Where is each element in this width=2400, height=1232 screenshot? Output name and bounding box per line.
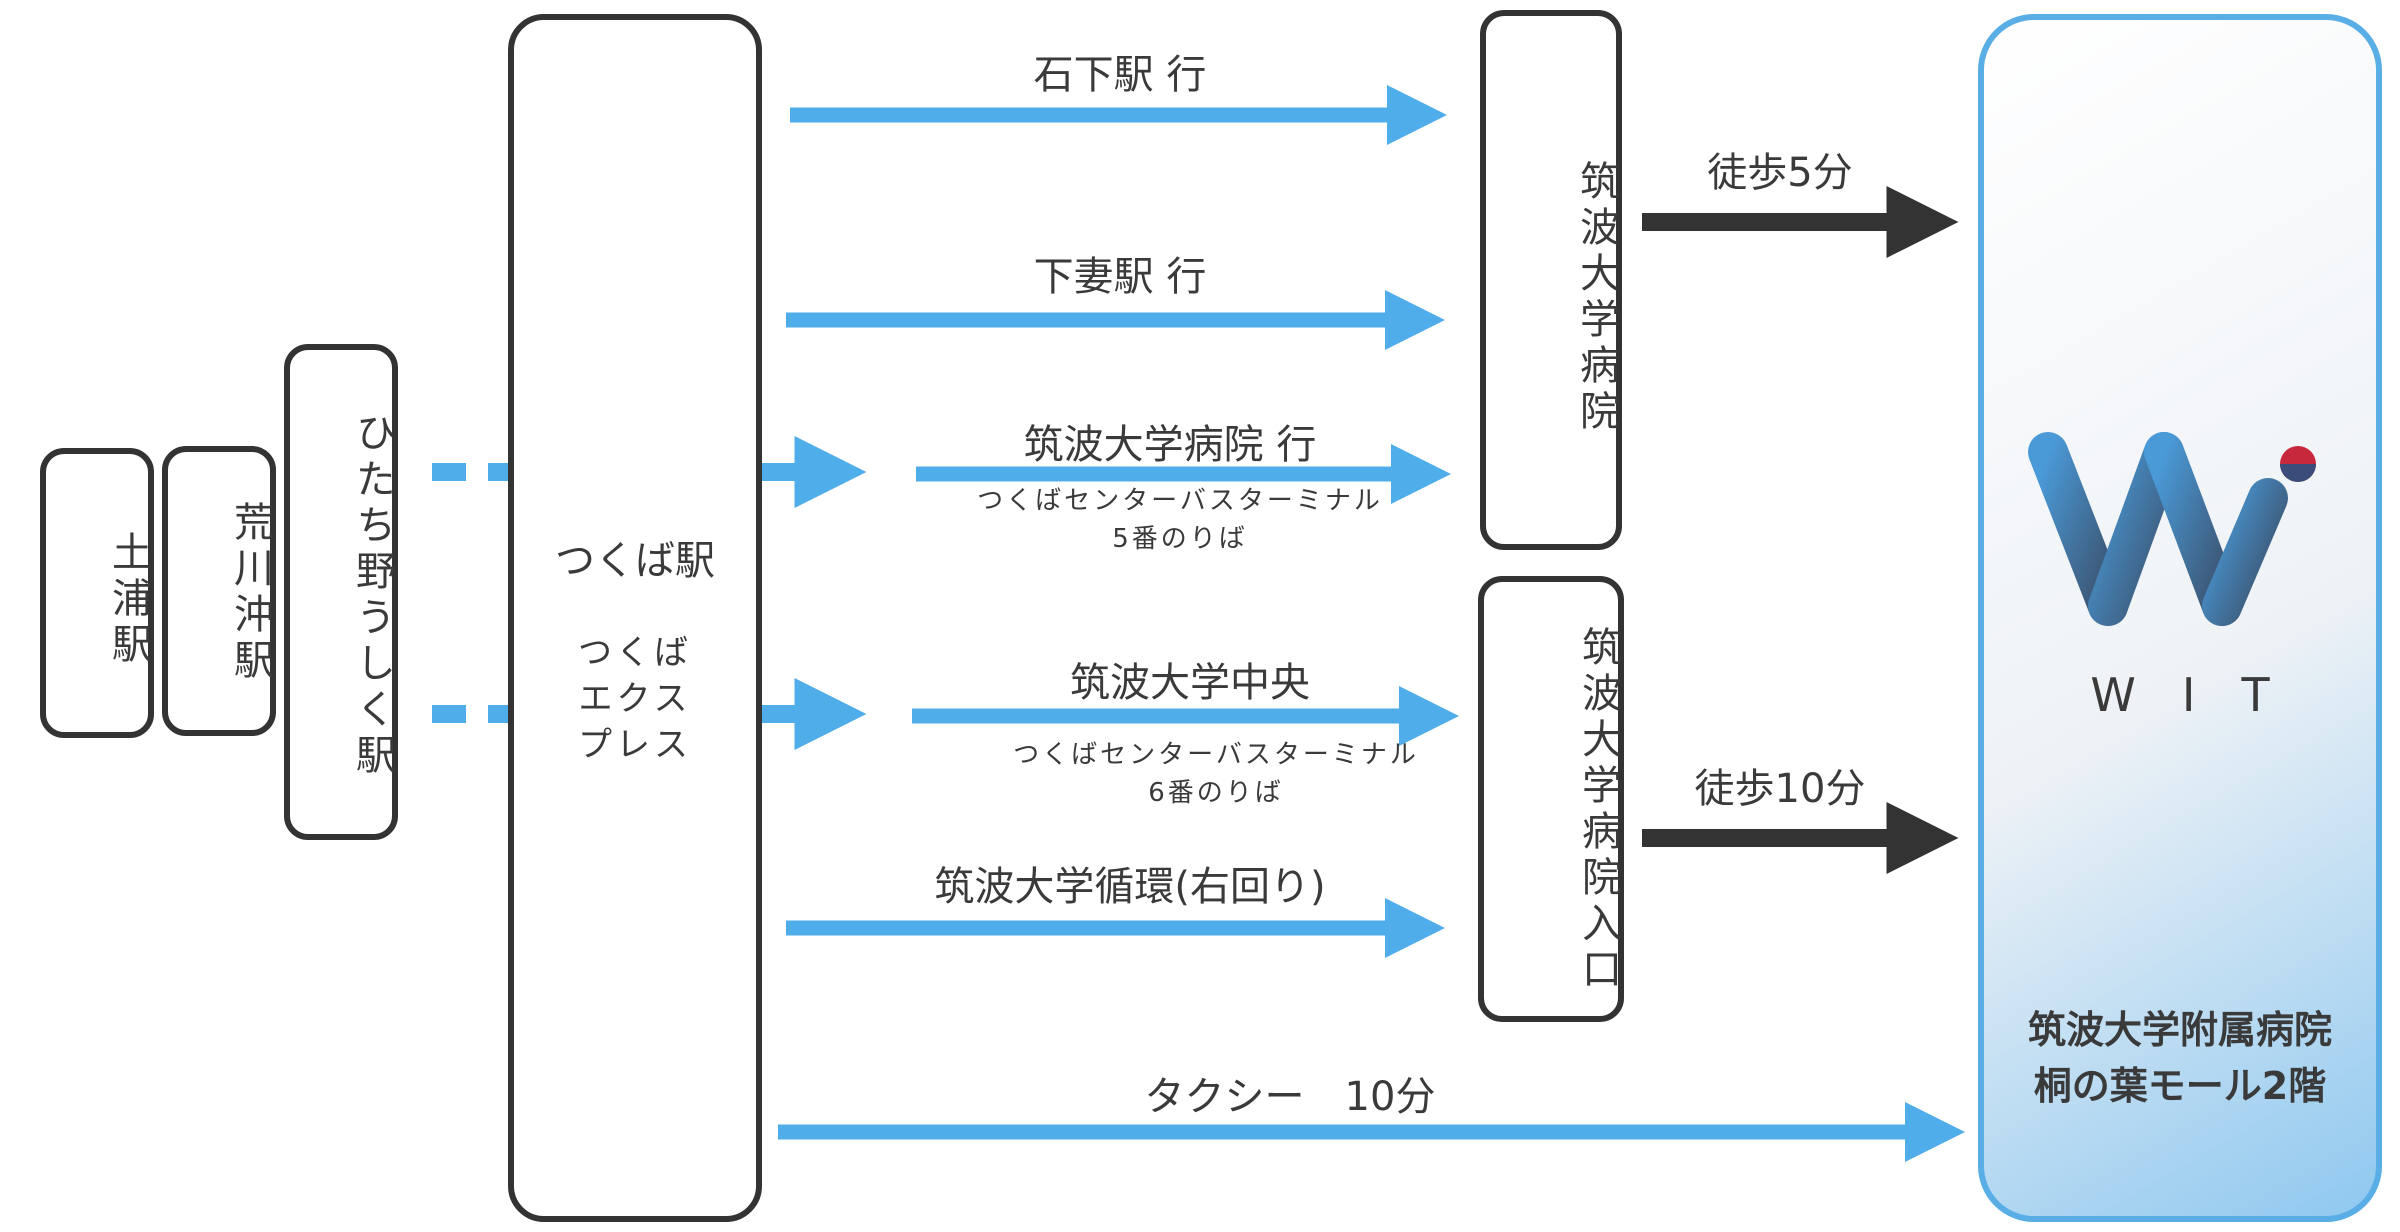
stop-hospital: 筑波大学病院 [1480,10,1622,550]
station-arakawaoki-label: 荒川沖駅 [227,501,273,685]
label-platform-6: 6番のりば [1148,778,1284,808]
label-ishige: 石下駅 行 [1033,52,1207,98]
tsukuba-express-label: つくばエクスプレス [578,633,692,765]
station-tsukuba-label: つくば駅 [555,538,715,584]
brand-text: WIT [2090,668,2316,722]
stop-hospital-label: 筑波大学病院 [1573,160,1619,436]
station-hitachino-ushiku: ひたち野うしく駅 [284,344,398,840]
label-walk-5: 徒歩5分 [1707,150,1853,196]
label-walk-10: 徒歩10分 [1694,766,1866,812]
label-shimotsuma: 下妻駅 行 [1033,254,1207,300]
label-platform-5: 5番のりば [1112,524,1248,554]
destination-title: 筑波大学附属病院 桐の葉モール2階 [1984,1002,2376,1114]
label-taxi: タクシー 10分 [1144,1074,1436,1120]
label-hospital-bound: 筑波大学病院 行 [1023,422,1317,468]
destination-panel: WIT 筑波大学附属病院 桐の葉モール2階 [1978,14,2382,1222]
station-tsukuba: つくば駅 つくばエクスプレス [508,14,762,1222]
label-chuo: 筑波大学中央 [1070,660,1310,706]
label-terminal-5: つくばセンターバスターミナル [977,486,1383,516]
destination-line-2: 桐の葉モール2階 [2033,1064,2327,1108]
station-tsuchiura: 土浦駅 [40,448,154,738]
station-arakawaoki: 荒川沖駅 [162,446,276,736]
station-hitachino-ushiku-label: ひたち野うしく駅 [349,412,395,780]
label-loop: 筑波大学循環(右回り) [934,864,1326,910]
destination-line-1: 筑波大学附属病院 [2027,1008,2332,1052]
stop-hospital-entrance-label: 筑波大学病院入口 [1575,626,1621,994]
stop-hospital-entrance: 筑波大学病院入口 [1478,576,1624,1022]
station-tsuchiura-label: 土浦駅 [105,531,151,669]
label-terminal-6: つくばセンターバスターミナル [1013,740,1419,770]
wit-logo-icon [2028,432,2316,626]
